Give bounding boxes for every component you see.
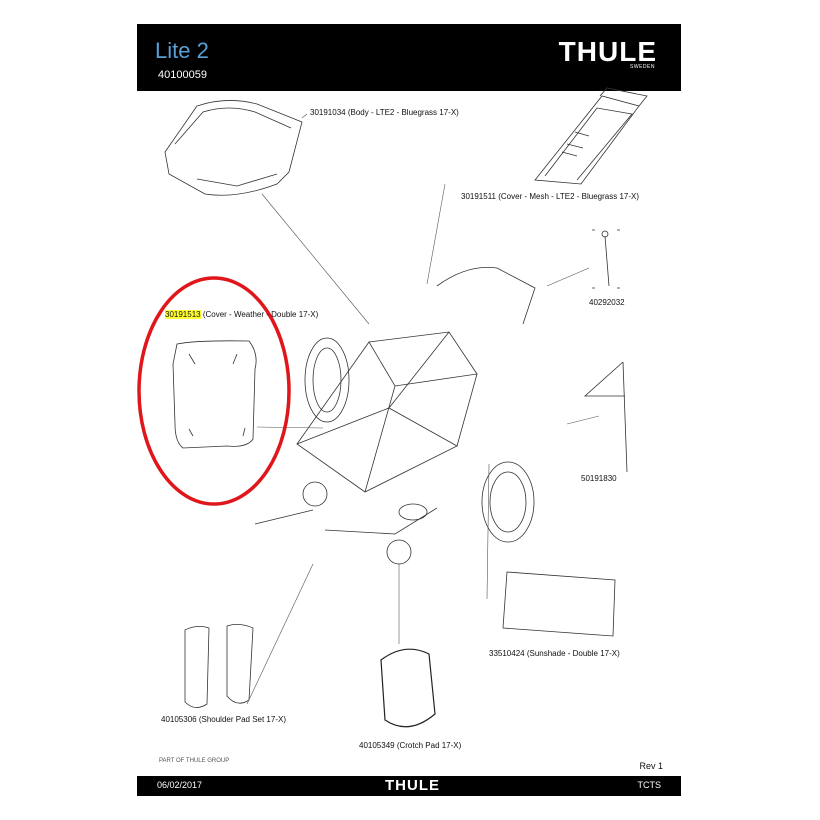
pin-part-drawing <box>592 229 620 289</box>
footer-code: TCTS <box>637 780 662 790</box>
revision-label: Rev 1 <box>639 761 663 771</box>
part-number: 40105349 <box>359 741 395 750</box>
product-code: 40100059 <box>158 69 207 81</box>
part-number-highlighted: 30191513 <box>165 310 201 319</box>
header-bar: Lite 2 40100059 THULE SWEDEN <box>137 24 681 91</box>
part-number: 40105306 <box>161 715 197 724</box>
callout-circle <box>137 276 291 506</box>
part-desc: (Sunshade - Double 17-X) <box>526 649 620 658</box>
thule-logo: THULE <box>558 36 657 67</box>
exploded-view-drawing <box>137 87 648 728</box>
part-number: 30191034 <box>310 108 346 117</box>
part-label-sunshade: 33510424 (Sunshade - Double 17-X) <box>489 649 620 658</box>
crotch-pad-drawing <box>380 648 436 728</box>
product-title: Lite 2 <box>155 38 209 63</box>
part-number: 40292032 <box>589 298 625 307</box>
thule-logo-sub: SWEDEN <box>630 64 655 70</box>
part-label-mesh-cover: 30191511 (Cover - Mesh - LTE2 - Bluegras… <box>461 192 639 201</box>
part-label-flag: 50191830 <box>581 474 617 483</box>
shoulder-pads-drawing <box>184 624 254 708</box>
part-desc: (Cover - Mesh - LTE2 - Bluegrass 17-X) <box>498 192 640 201</box>
frame-drawing <box>254 267 536 565</box>
weather-cover-drawing <box>172 340 257 449</box>
thule-group-note: PART OF THULE GROUP <box>159 758 230 764</box>
part-number: 33510424 <box>489 649 525 658</box>
part-number: 30191511 <box>461 192 496 201</box>
part-label-shoulder-pads: 40105306 (Shoulder Pad Set 17-X) <box>161 715 286 724</box>
footer-date: 06/02/2017 <box>157 780 203 790</box>
part-desc: (Body - LTE2 - Bluegrass 17-X) <box>347 108 459 117</box>
part-desc: (Cover - Weather - Double 17-X) <box>202 310 319 319</box>
mesh-cover-drawing <box>534 87 648 185</box>
part-label-body: 30191034 (Body - LTE2 - Bluegrass 17-X) <box>310 108 459 117</box>
part-label-weather-cover: 30191513 (Cover - Weather - Double 17-X) <box>165 310 318 319</box>
footer-bar: 06/02/2017 THULE TCTS <box>137 776 681 796</box>
body-part-drawing <box>164 100 303 196</box>
part-number: 50191830 <box>581 474 617 483</box>
leader-lines <box>246 113 600 705</box>
sunshade-drawing <box>502 571 616 637</box>
parts-diagram-page: Lite 2 40100059 THULE SWEDEN <box>137 24 681 796</box>
part-label-pin: 40292032 <box>589 298 625 307</box>
flag-part-drawing <box>583 361 628 473</box>
part-desc: (Crotch Pad 17-X) <box>396 741 462 750</box>
part-desc: (Shoulder Pad Set 17-X) <box>198 715 286 724</box>
part-label-crotch-pad: 40105349 (Crotch Pad 17-X) <box>359 741 461 750</box>
footer-thule-logo: THULE <box>385 777 440 794</box>
